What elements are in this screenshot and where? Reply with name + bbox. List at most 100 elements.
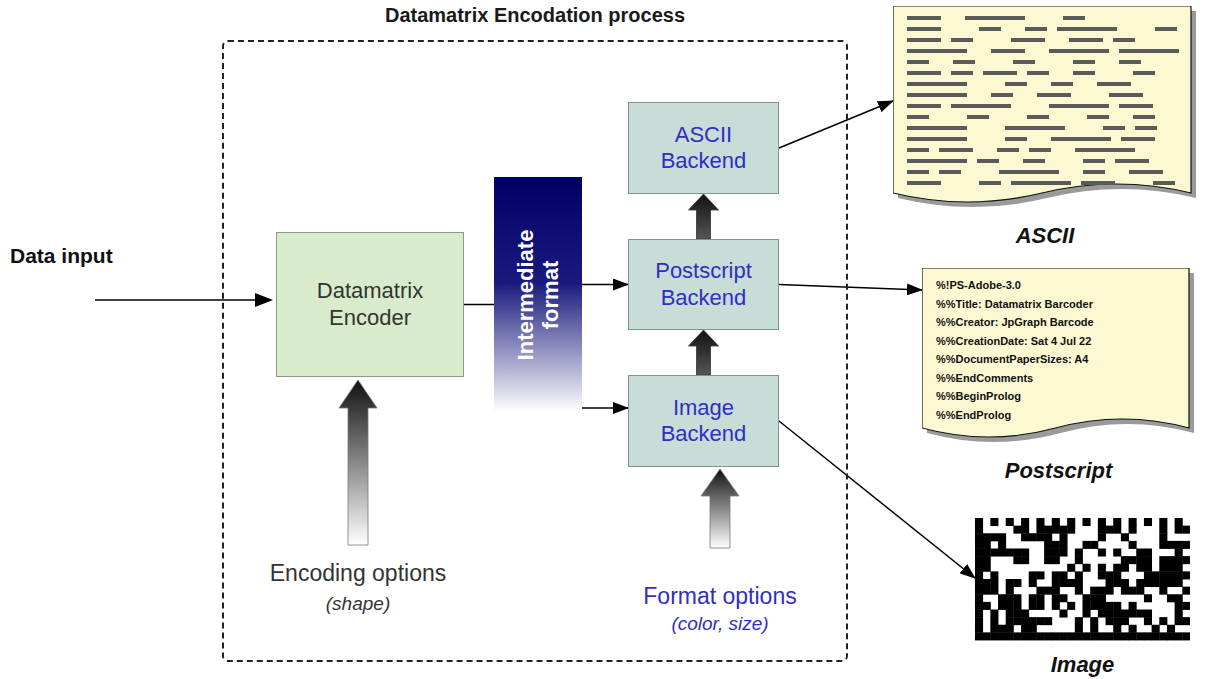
ascii-module-row — [967, 115, 989, 119]
barcode-module — [1036, 594, 1044, 602]
barcode-module — [1098, 549, 1106, 557]
ascii-module-row — [979, 27, 1001, 31]
connector — [689, 330, 719, 375]
barcode-module — [983, 533, 991, 541]
ascii-document: ASCII — [893, 6, 1197, 256]
barcode-module — [1021, 617, 1029, 625]
barcode-module — [1090, 541, 1098, 549]
barcode-module — [1052, 579, 1060, 587]
ascii-module-row — [1025, 27, 1047, 31]
barcode-module — [975, 579, 983, 587]
barcode-module — [1175, 617, 1183, 625]
connector — [582, 407, 628, 409]
intermediate-band: Intermediate format — [494, 177, 582, 412]
input-arrowhead — [255, 293, 273, 307]
barcode-module — [1167, 541, 1175, 549]
ascii-module-row — [1027, 71, 1049, 75]
ascii-module-row — [1155, 27, 1177, 31]
barcode-module — [1144, 556, 1152, 564]
barcode-module — [1067, 518, 1075, 526]
barcode-module — [1159, 587, 1167, 595]
ascii-module-row — [907, 104, 941, 108]
barcode-module — [1167, 564, 1175, 572]
connector — [464, 304, 494, 306]
barcode-module — [1129, 610, 1137, 618]
barcode-module — [1182, 571, 1190, 579]
barcode-module — [1159, 632, 1167, 640]
postscript-line: %%Creator: JpGraph Barcode — [936, 313, 1094, 332]
barcode-module — [1136, 610, 1144, 618]
barcode-module — [1121, 556, 1129, 564]
ascii-module-row — [951, 38, 973, 42]
barcode-module — [1044, 587, 1052, 595]
barcode-module — [1129, 602, 1137, 610]
ascii-module-row — [991, 93, 1013, 97]
ascii-module-row — [907, 159, 967, 163]
output-caption: Image — [975, 652, 1190, 678]
barcode-module — [1121, 632, 1129, 640]
barcode-module — [1098, 571, 1106, 579]
options-arrow — [339, 380, 377, 545]
connector — [689, 194, 719, 239]
barcode-module — [1129, 518, 1137, 526]
barcode-module — [1059, 571, 1067, 579]
ascii-module-row — [1103, 126, 1125, 130]
barcode-module — [1182, 587, 1190, 595]
barcode-module — [975, 587, 983, 595]
barcode-module — [1006, 587, 1014, 595]
barcode-module — [1036, 617, 1044, 625]
backend-label: Postscript Backend — [635, 258, 772, 311]
barcode-module — [1029, 617, 1037, 625]
input-label: Data input — [10, 244, 113, 268]
barcode-module — [1144, 571, 1152, 579]
ascii-module-row — [1005, 82, 1027, 86]
barcode-module — [990, 533, 998, 541]
barcode-module — [1036, 632, 1044, 640]
ascii-module-row — [1037, 93, 1071, 97]
barcode-module — [1175, 518, 1183, 526]
ascii-module-row — [1073, 60, 1095, 64]
ascii-module-row — [1129, 170, 1163, 174]
barcode-module — [1083, 564, 1091, 572]
barcode-module — [1159, 579, 1167, 587]
barcode-module — [975, 541, 983, 549]
barcode-module — [1175, 602, 1183, 610]
barcode-module — [975, 571, 983, 579]
ascii-module-row — [951, 104, 1011, 108]
ascii-module-row — [1057, 27, 1117, 31]
ascii-module-row — [1005, 137, 1027, 141]
barcode-module — [1090, 625, 1098, 633]
connector — [779, 421, 975, 578]
ascii-module-row — [1083, 170, 1105, 174]
barcode-module — [1106, 602, 1114, 610]
ascii-module-row — [1121, 137, 1155, 141]
ascii-module-row — [953, 60, 975, 64]
barcode-module — [1106, 587, 1114, 595]
barcode-module — [1129, 632, 1137, 640]
barcode-module — [1021, 549, 1029, 557]
backend-label: ASCII Backend — [635, 122, 772, 175]
output-caption: ASCII — [893, 223, 1197, 249]
barcode-module — [1159, 617, 1167, 625]
ascii-module-row — [1013, 60, 1035, 64]
ascii-module-row — [1011, 38, 1045, 42]
barcode-module — [975, 632, 983, 640]
barcode-module — [1075, 556, 1083, 564]
barcode-module — [1006, 625, 1014, 633]
barcode-module — [1113, 526, 1121, 534]
barcode-module — [1182, 602, 1190, 610]
barcode-module — [1167, 579, 1175, 587]
barcode-module — [1144, 632, 1152, 640]
barcode-module — [1083, 541, 1091, 549]
barcode-module — [1013, 632, 1021, 640]
barcode-module — [1144, 564, 1152, 572]
barcode-module — [1113, 632, 1121, 640]
barcode-module — [983, 564, 991, 572]
ascii-module-row — [1049, 104, 1109, 108]
barcode-module — [1121, 564, 1129, 572]
barcode-module — [983, 541, 991, 549]
barcode-module — [990, 549, 998, 557]
barcode-module — [1136, 632, 1144, 640]
barcode-module — [1113, 579, 1121, 587]
ascii-module-row — [907, 49, 967, 53]
